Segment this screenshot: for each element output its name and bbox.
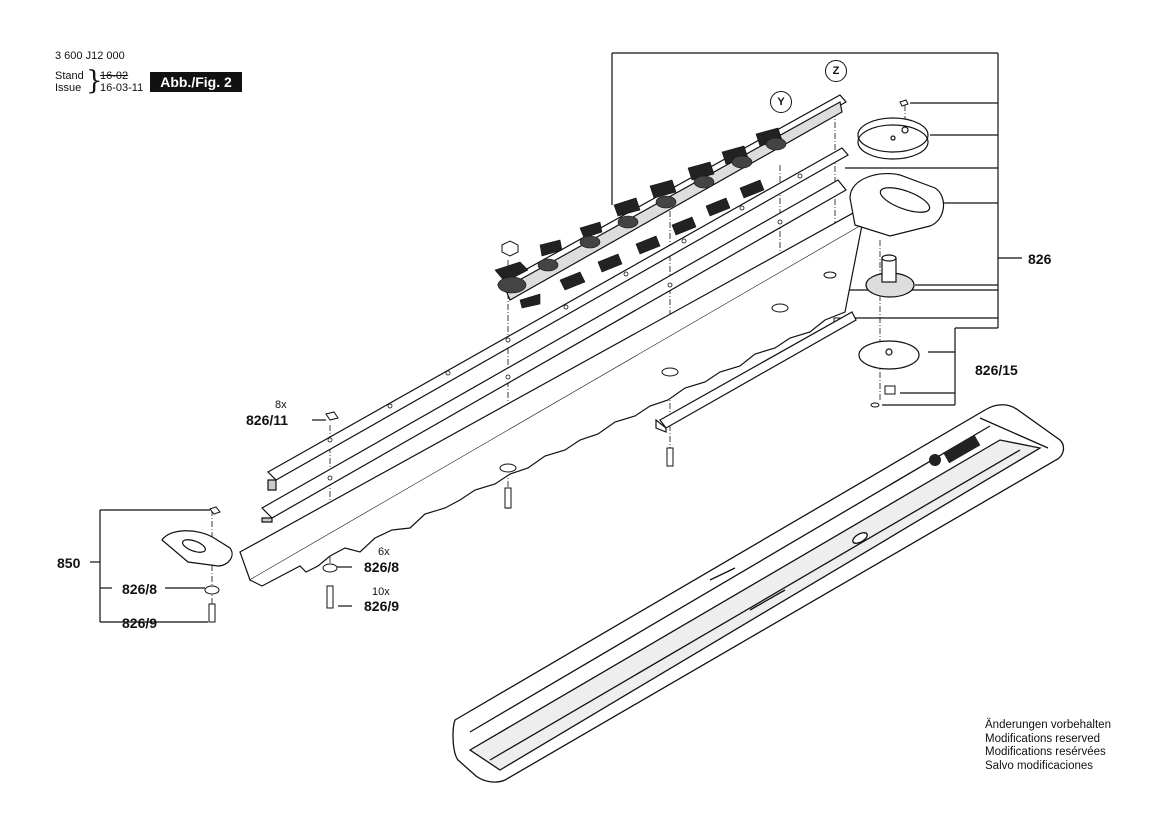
part-qty-826-9: 10x — [372, 586, 390, 598]
part-label-826-8: 826/8 — [364, 559, 400, 575]
note-es: Salvo modificaciones — [985, 759, 1094, 772]
new-date: 16-03-11 — [100, 82, 144, 94]
callout-z: Z — [825, 60, 847, 82]
blade-head — [849, 172, 944, 237]
part-label-826-11: 826/11 — [246, 412, 289, 428]
callout-y: Y — [770, 91, 792, 113]
part-label-850-826-8: 826/8 — [122, 581, 158, 597]
doc-number: 3 600 J12 000 — [55, 50, 125, 62]
modifications-note: Änderungen vorbehalten Modifications res… — [985, 719, 1111, 773]
old-date: 16-02 — [100, 70, 129, 82]
spacer-strips — [261, 147, 849, 523]
lower-blade — [239, 211, 863, 587]
part-label-826-9: 826/9 — [364, 598, 400, 614]
figure-label: Abb./Fig. 2 — [150, 72, 242, 92]
end-cap-850 — [161, 530, 233, 567]
upper-blade-teeth — [494, 127, 783, 309]
bracket-850-lines — [90, 509, 210, 623]
issue-label: Issue — [55, 82, 82, 94]
brand-mark-panel — [929, 434, 981, 466]
part-label-826-15: 826/15 — [975, 362, 1018, 378]
bracket-826-lines — [611, 52, 1022, 328]
note-en: Modifications reserved — [985, 732, 1101, 745]
blade-guard — [452, 404, 1065, 783]
part-label-850-826-9: 826/9 — [122, 615, 158, 631]
part-qty-826-11: 8x — [275, 399, 287, 411]
drive-plates — [857, 117, 929, 370]
note-fr: Modifications resérvées — [985, 746, 1106, 758]
stand-label: Stand — [55, 70, 84, 82]
brace-icon: } — [86, 66, 103, 96]
part-qty-826-8: 6x — [378, 546, 390, 558]
support-strip — [655, 311, 857, 433]
note-de: Änderungen vorbehalten — [985, 719, 1111, 731]
bracket-826-15-lines — [882, 327, 998, 406]
part-label-850: 850 — [57, 555, 81, 571]
part-label-826: 826 — [1028, 251, 1052, 267]
